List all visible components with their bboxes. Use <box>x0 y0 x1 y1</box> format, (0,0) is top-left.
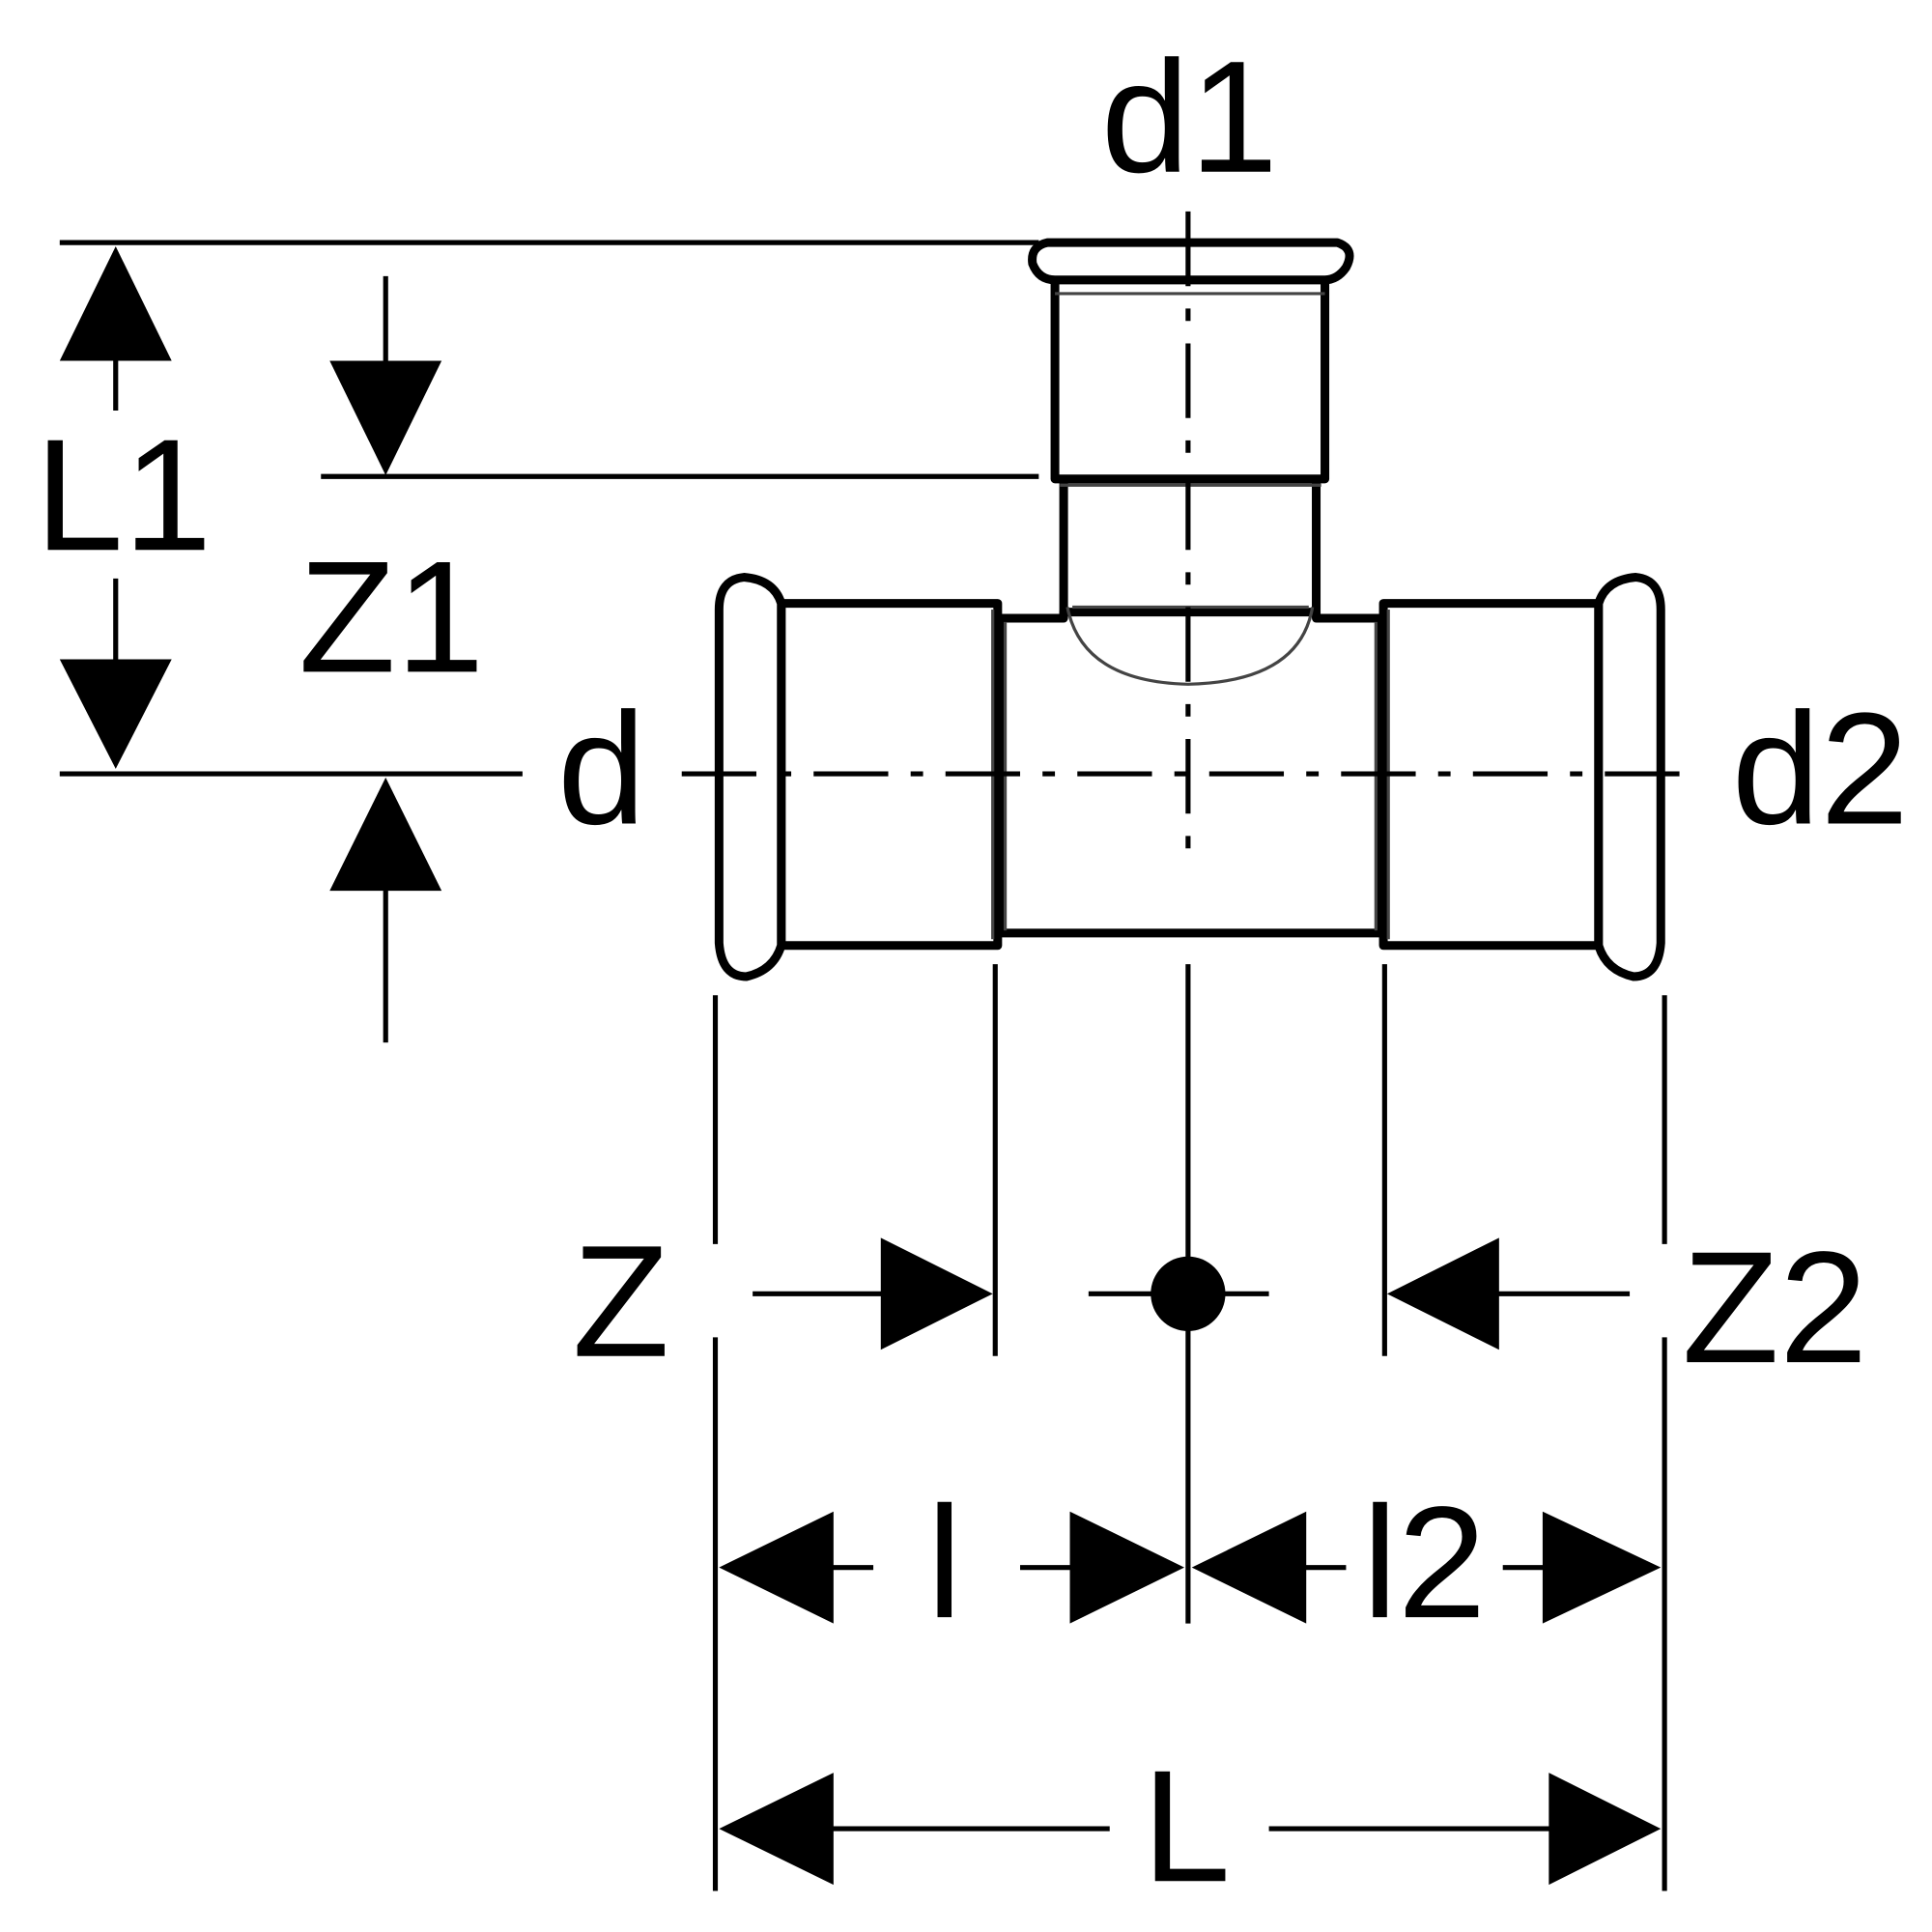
label-L1: L1 <box>35 406 212 583</box>
arrow-right-icon <box>1069 1511 1185 1624</box>
label-l2: l2 <box>1362 1473 1486 1651</box>
arrow-down-icon <box>59 659 172 769</box>
arrow-right-icon <box>1542 1511 1662 1624</box>
z1-dimension: Z1 <box>298 275 484 1043</box>
arrow-up-icon <box>59 245 172 361</box>
label-Z2: Z2 <box>1682 1218 1867 1396</box>
tee-body <box>714 238 1665 981</box>
label-L: L <box>1142 1737 1231 1915</box>
arrow-left-icon <box>1386 1237 1499 1350</box>
arrow-left-icon <box>719 1511 834 1624</box>
arrow-right-icon <box>1548 1773 1662 1886</box>
label-Z: Z <box>572 1212 669 1390</box>
L-dimension-row: L <box>719 1737 1662 1915</box>
label-Z1: Z1 <box>298 527 484 705</box>
l1-dimension: L1 <box>35 245 212 769</box>
arrow-up-icon <box>329 777 442 892</box>
arrow-left-icon <box>1191 1511 1307 1624</box>
arrow-right-icon <box>880 1237 993 1350</box>
label-d: d <box>557 680 646 858</box>
l-dimension-row: l l2 <box>719 1473 1662 1651</box>
arrow-left-icon <box>719 1773 834 1886</box>
arrow-down-icon <box>329 360 442 475</box>
z-dimension-row: Z Z2 <box>572 1212 1867 1396</box>
center-point-icon <box>1151 1256 1226 1331</box>
label-d2: d2 <box>1732 680 1909 858</box>
label-l: l <box>926 1473 962 1651</box>
label-d1: d1 <box>1101 28 1278 206</box>
